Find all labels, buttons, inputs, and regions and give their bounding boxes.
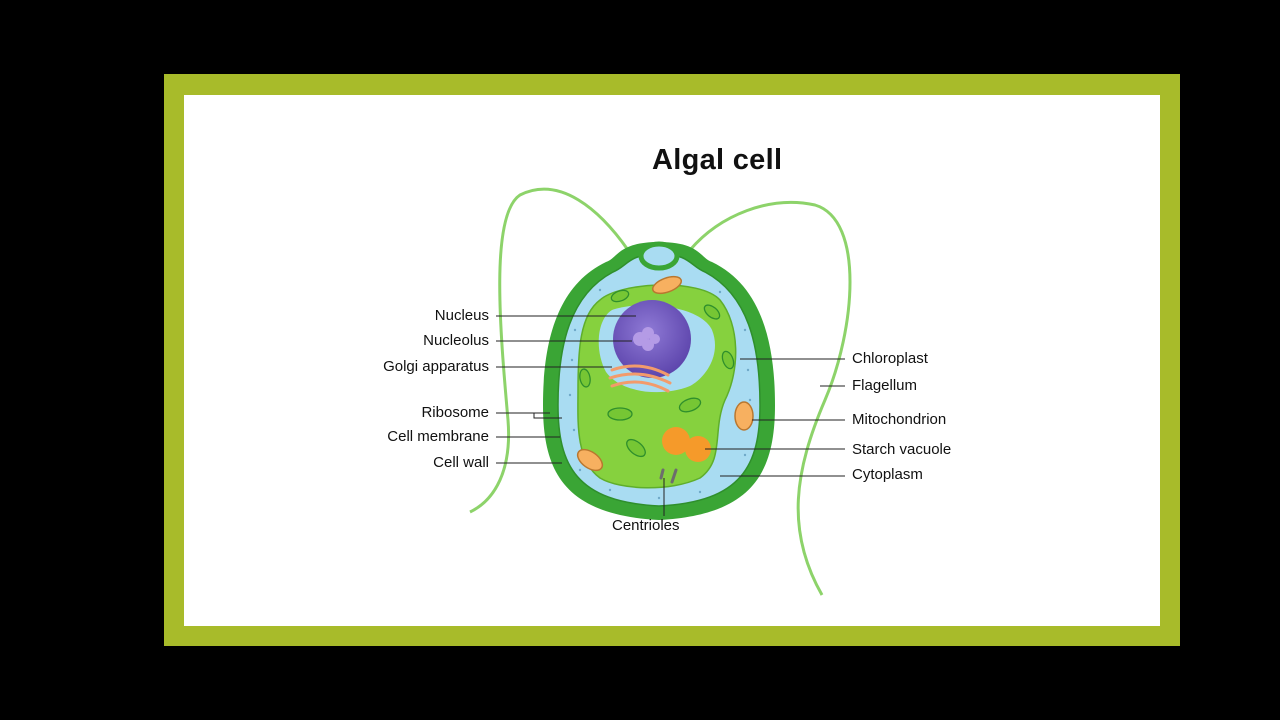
nucleolus xyxy=(633,327,660,351)
label-golgi-apparatus: Golgi apparatus xyxy=(383,358,489,375)
label-mitochondrion: Mitochondrion xyxy=(852,411,947,428)
label-centrioles: Centrioles xyxy=(612,517,680,534)
label-cell-wall: Cell wall xyxy=(433,454,489,471)
flagellum-left-line xyxy=(469,187,630,514)
flagellum-right xyxy=(688,200,852,596)
leader-lines xyxy=(496,315,845,516)
label-chloroplast: Chloroplast xyxy=(852,350,928,367)
chloroplast-grana xyxy=(579,289,735,458)
mitochondria xyxy=(576,275,754,472)
apical-papilla xyxy=(638,241,680,271)
label-starch-vacuole: Starch vacuole xyxy=(852,441,952,458)
label-cytoplasm: Cytoplasm xyxy=(852,466,923,483)
membrane-dots xyxy=(568,288,752,500)
diagram-title: Algal cell xyxy=(652,144,783,176)
starch-vacuole xyxy=(662,427,711,462)
label-cell-membrane: Cell membrane xyxy=(387,428,489,445)
label-ribosome: Ribosome xyxy=(421,404,489,421)
label-flagellum: Flagellum xyxy=(852,377,918,394)
label-nucleus: Nucleus xyxy=(434,307,489,324)
label-nucleolus: Nucleolus xyxy=(423,332,489,349)
centrioles xyxy=(659,468,678,484)
golgi-apparatus xyxy=(608,364,672,393)
